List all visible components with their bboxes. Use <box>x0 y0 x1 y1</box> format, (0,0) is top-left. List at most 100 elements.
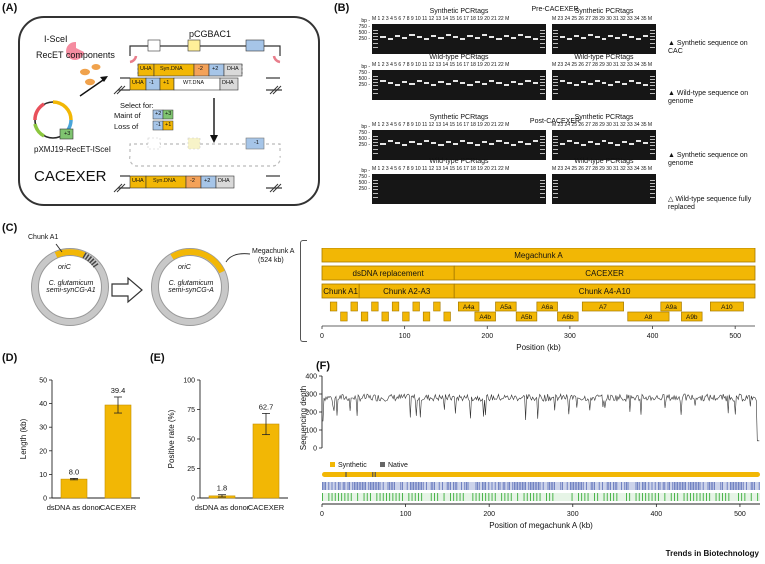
small-chunk <box>360 311 369 322</box>
panel-a-label: (A) <box>2 2 18 14</box>
plasmid-label: pXMJ19-RecET-ISceI <box>34 145 111 154</box>
category-label: dsDNA as donor <box>195 503 250 512</box>
pcrtag-mark <box>390 482 392 490</box>
pcrtag-mark <box>741 482 742 490</box>
x-tick-label: 0 <box>320 511 324 518</box>
loxpsym-mark <box>638 493 640 501</box>
ladder-band <box>553 153 558 154</box>
native-mark <box>345 472 347 477</box>
x-tick-label: 0 <box>320 333 324 340</box>
sub-chunk-label: A7 <box>599 304 607 311</box>
genome-circle-1 <box>31 243 109 326</box>
oric-label-2: oriC <box>178 264 191 271</box>
pcr-band <box>629 36 635 38</box>
pcrtag-mark <box>522 482 523 490</box>
loxpsym-mark <box>693 493 695 501</box>
x-tick-label: 500 <box>729 333 741 340</box>
ladder-band <box>650 136 655 137</box>
ladder-band <box>539 197 545 198</box>
ladder-band <box>553 36 558 37</box>
loxpsym-mark <box>328 493 330 501</box>
strain-2-label: C. glutamicum semi-synCG-A <box>168 280 214 294</box>
ladder-label: 250 - <box>358 36 370 42</box>
loxpsym-mark <box>699 493 701 501</box>
sub-chunk <box>710 301 744 312</box>
loxpsym-mark <box>386 493 387 501</box>
pcr-band <box>409 34 415 36</box>
ladder-band <box>553 89 558 90</box>
pcrtag-mark <box>373 482 374 490</box>
pcrtag-mark <box>614 482 616 490</box>
x-tick-label: 200 <box>481 333 493 340</box>
bar-chunk-a1-label: Chunk A1 <box>323 287 358 296</box>
pcr-band <box>402 37 408 39</box>
bar-megachunk <box>321 248 756 263</box>
lane-numbers: M 23 24 25 26 27 28 29 30 31 32 33 34 35… <box>552 122 653 128</box>
pcrtag-mark <box>736 482 738 490</box>
pcr-band <box>402 144 408 146</box>
pre-cacexer-title: Pre-CACEXER <box>531 6 579 13</box>
pcrtag-mark <box>699 482 701 490</box>
ladder-band <box>373 76 379 77</box>
pcr-band <box>518 83 524 85</box>
pcr-band <box>573 35 579 37</box>
pcrtag-mark <box>571 482 573 490</box>
ladder-band <box>553 149 558 150</box>
ladder-labels: bp -750 -500 -250 - <box>350 64 370 88</box>
pcrtag-mark <box>698 482 699 490</box>
pcr-band <box>474 81 480 83</box>
loxpsym-mark <box>437 493 439 501</box>
cell-outline <box>18 16 320 206</box>
pcrtag-mark <box>554 482 555 490</box>
pcrtag-mark <box>414 482 416 490</box>
ladder-band <box>650 36 655 37</box>
synthetic-track <box>322 472 760 477</box>
pcrtag-mark <box>512 482 514 490</box>
sub-chunk <box>536 301 558 312</box>
ladder-band <box>650 39 655 40</box>
loxpsym-mark <box>686 493 688 501</box>
gel-caption: Synthetic PCRtags <box>429 114 489 121</box>
pcr-band <box>518 34 524 36</box>
y-tick-label: 200 <box>305 410 317 417</box>
pcr-band <box>394 142 400 144</box>
pcrtag-mark <box>702 482 704 490</box>
pcrtag-mark <box>349 482 350 490</box>
transfer-arrow-icon <box>111 276 143 304</box>
pcr-band <box>601 82 607 84</box>
y-tick-label: 0 <box>43 496 47 503</box>
pcrtag-mark <box>696 482 698 490</box>
ladder-band <box>553 183 558 184</box>
genome-uha: UHA <box>132 80 144 86</box>
loxpsym-mark <box>341 493 343 501</box>
pcr-band <box>573 142 579 144</box>
loxpsym-mark <box>741 493 743 501</box>
pcr-band <box>431 84 437 86</box>
ladder-label: 750 - <box>358 174 370 180</box>
ladder-label: bp - <box>361 168 370 174</box>
bracket <box>300 240 307 342</box>
loxpsym-mark <box>526 493 528 501</box>
panel-e-label: (E) <box>150 352 165 364</box>
pcrtag-mark <box>454 482 456 490</box>
annotation-wt-replaced: △ Wild-type sequence fully replaced <box>668 196 752 211</box>
legend-synthetic-swatch <box>330 462 335 467</box>
pcr-band <box>489 80 495 82</box>
ladder-band <box>539 30 545 31</box>
loxpsym-mark <box>475 493 477 501</box>
small-chunk <box>391 301 400 312</box>
pcrtag-mark <box>626 482 627 490</box>
sub-chunk-label: A6a <box>541 304 553 311</box>
pcrtag-mark <box>534 482 536 490</box>
pcr-band <box>445 83 451 85</box>
pcrtag-mark <box>507 482 509 490</box>
ladder-band <box>553 47 558 48</box>
pcr-band <box>452 36 458 38</box>
pcrtag-mark <box>606 482 608 490</box>
loxpsym-mark <box>408 493 410 501</box>
pcr-band <box>573 84 579 86</box>
pcrtag-mark <box>560 482 562 490</box>
ladder-label: bp - <box>361 64 370 70</box>
loxpsym-mark <box>571 493 573 501</box>
loxpsym-mark <box>750 493 752 501</box>
